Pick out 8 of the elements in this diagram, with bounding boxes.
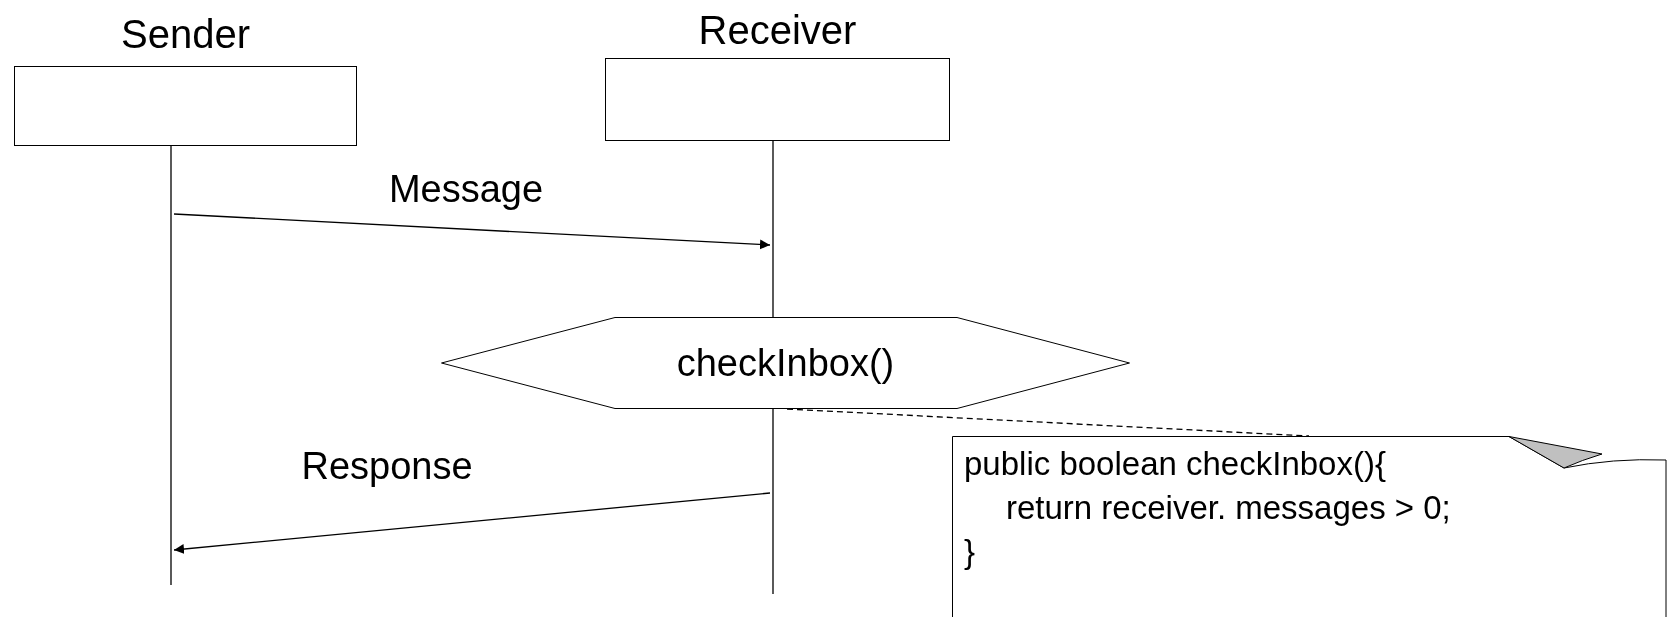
- method-label: checkInbox(): [676, 341, 895, 385]
- message-arrow: [173, 213, 771, 250]
- message-arrow: [173, 492, 771, 555]
- participant-name: Receiver: [697, 8, 858, 52]
- participant-name: Sender: [120, 12, 251, 56]
- code-line: public boolean checkInbox(){: [964, 444, 1386, 484]
- code-line: return receiver. messages > 0;: [1006, 488, 1451, 528]
- code-line: }: [964, 532, 976, 572]
